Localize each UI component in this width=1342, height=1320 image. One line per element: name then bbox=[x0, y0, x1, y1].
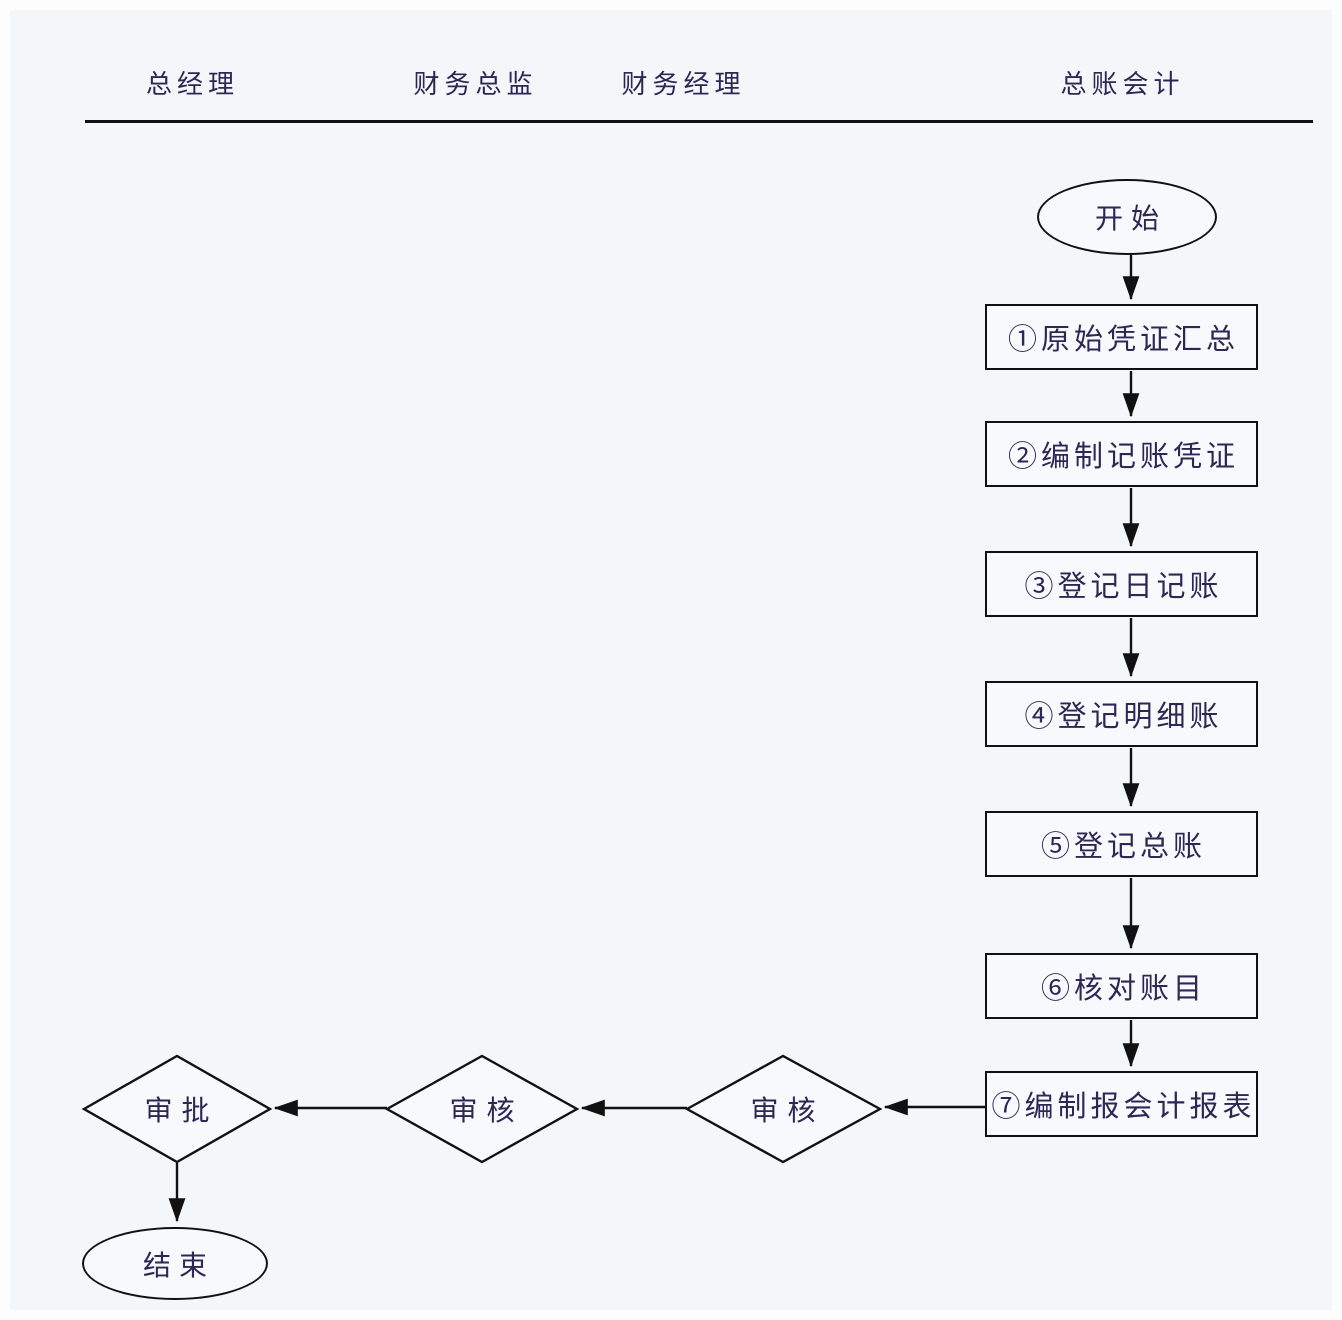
review-manager-diamond-label: 审核 bbox=[750, 1094, 825, 1127]
approval-diamond-label: 审批 bbox=[144, 1094, 219, 1127]
step-box-prepare-financial-report: ⑦编制报会计报表 bbox=[985, 1071, 1258, 1137]
step-box-register-general-ledger: ⑤登记总账 bbox=[985, 811, 1258, 877]
step-box-register-subledger: ④登记明细账 bbox=[985, 681, 1258, 747]
end-node: 结束 bbox=[82, 1227, 268, 1300]
start-node: 开始 bbox=[1037, 179, 1217, 255]
lane-header-ledger-accountant: 总账会计 bbox=[1060, 70, 1185, 100]
review-director-diamond-label: 审核 bbox=[449, 1094, 524, 1127]
review-director-diamond-shape bbox=[384, 1054, 580, 1164]
step-box-source-voucher-summary: ①原始凭证汇总 bbox=[985, 304, 1258, 370]
lane-header-general-manager: 总经理 bbox=[145, 70, 240, 100]
lane-header-finance-director: 财务总监 bbox=[413, 70, 538, 100]
header-separator-line bbox=[85, 120, 1313, 123]
step-box-register-daybook: ③登记日记账 bbox=[985, 551, 1258, 617]
lane-header-finance-manager: 财务经理 bbox=[621, 70, 746, 100]
step-box-check-accounts: ⑥核对账目 bbox=[985, 953, 1258, 1019]
step-box-prepare-journal-voucher: ②编制记账凭证 bbox=[985, 421, 1258, 487]
approval-diamond-shape bbox=[81, 1054, 273, 1164]
review-manager-diamond-shape bbox=[684, 1054, 883, 1164]
